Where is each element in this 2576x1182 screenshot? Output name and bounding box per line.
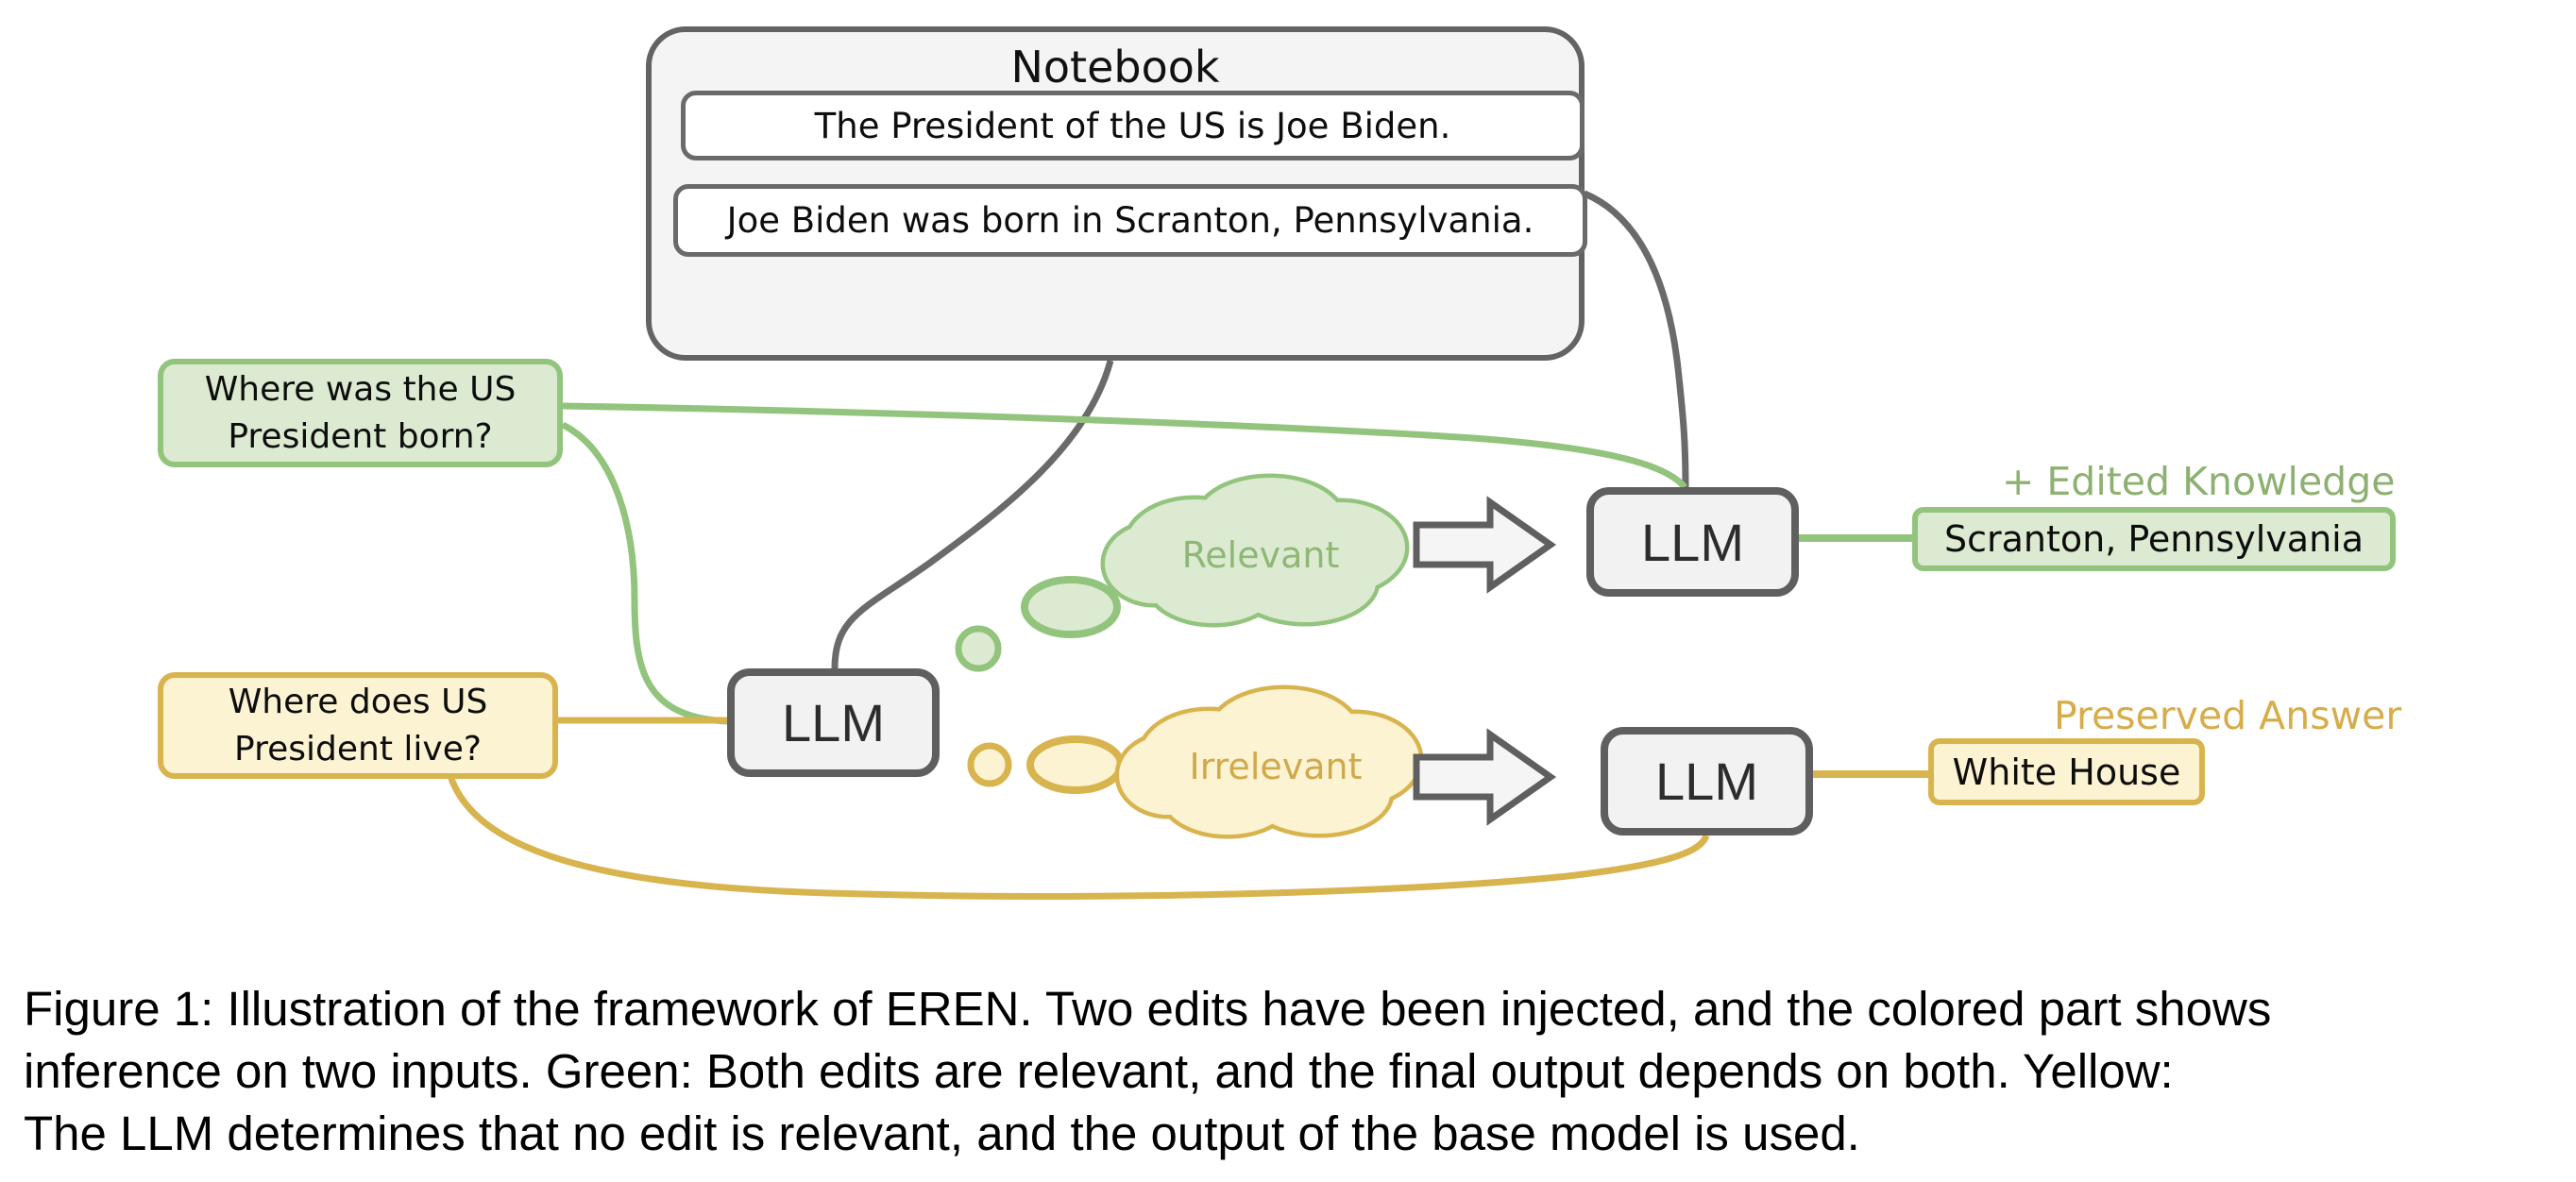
yellow-question-box: Where does US President live? [158, 672, 558, 779]
relevant-arrow-icon [1413, 496, 1557, 594]
irrelevant-thought-bubbles [967, 735, 1125, 794]
irrelevant-arrow-icon [1413, 728, 1557, 826]
edge-green-question-to-green-llm [562, 402, 1687, 490]
figure-caption: Figure 1: Illustration of the framework … [24, 978, 2564, 1165]
yellow-question-line-1: Where does US [228, 682, 488, 721]
caption-line-1: Figure 1: Illustration of the framework … [24, 982, 2272, 1036]
edge-yellow-question-to-yellow-llm [447, 774, 1710, 900]
caption-line-3: The LLM determines that no edit is relev… [24, 1106, 1860, 1160]
relevant-cloud-label: Relevant [1181, 534, 1340, 576]
edge-notebook-to-classifier-llm [831, 360, 1114, 669]
green-answer-box: Scranton, Pennsylvania [1912, 507, 2396, 571]
yellow-branch-llm-node: LLM [1601, 727, 1813, 836]
irrelevant-cloud-label: Irrelevant [1189, 746, 1363, 787]
green-question-box: Where was the US President born? [158, 359, 563, 467]
caption-line-2: inference on two inputs. Green: Both edi… [24, 1044, 2174, 1098]
irrelevant-cloud-icon [1114, 684, 1424, 839]
edge-green-question-to-classifier-llm [561, 421, 728, 725]
notebook-title: Notebook [1010, 42, 1220, 93]
notebook-panel: Notebook The President of the US is Joe … [646, 26, 1587, 361]
green-question-line-2: President born? [228, 416, 493, 456]
green-question-line-1: Where was the US [204, 369, 517, 409]
edge-notebook-to-green-llm [1583, 190, 1689, 488]
edited-knowledge-label: + Edited Knowledge [2002, 459, 2396, 504]
yellow-answer-box: White House [1928, 738, 2205, 805]
relevant-cloud-icon [1100, 473, 1410, 628]
yellow-question-line-2: President live? [234, 729, 482, 768]
classifier-llm-node: LLM [727, 668, 940, 777]
preserved-answer-label: Preserved Answer [2054, 693, 2402, 738]
relevant-thought-bubbles [955, 576, 1121, 672]
notebook-entry-1: The President of the US is Joe Biden. [681, 91, 1585, 160]
notebook-entry-2: Joe Biden was born in Scranton, Pennsylv… [673, 184, 1587, 257]
green-branch-llm-node: LLM [1586, 487, 1799, 597]
